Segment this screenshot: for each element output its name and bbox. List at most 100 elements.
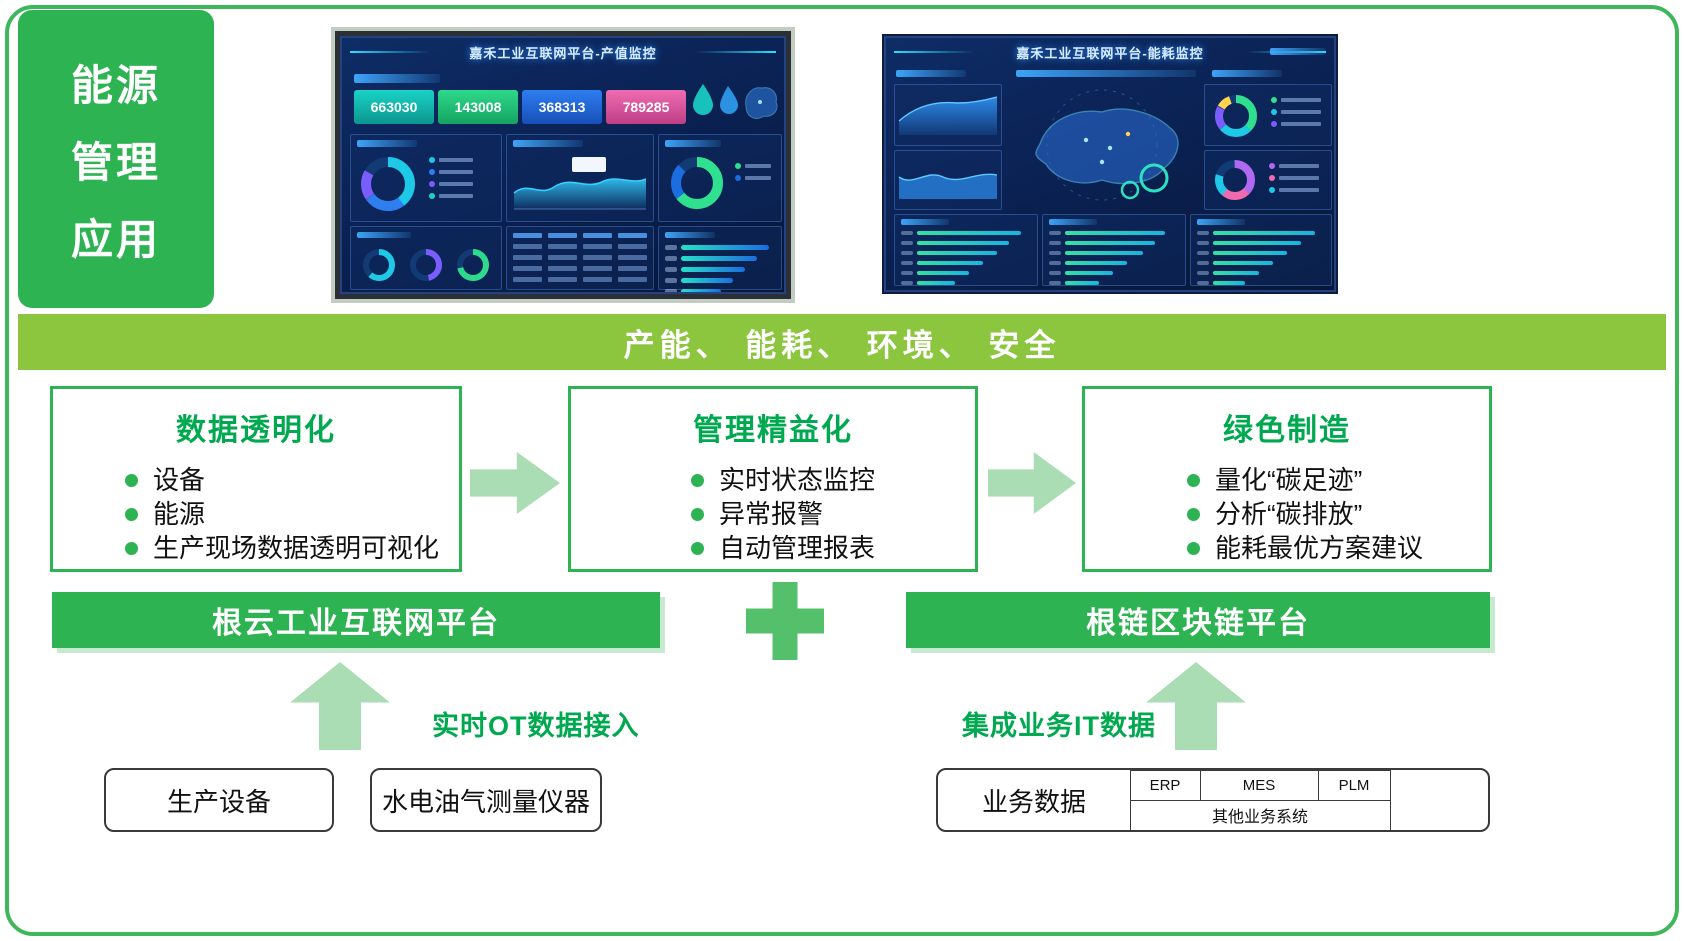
source-box-business-data: 业务数据 ERP MES PLM 其他业务系统 bbox=[936, 768, 1490, 832]
system-cell-mes: MES bbox=[1199, 769, 1319, 801]
date-chip bbox=[1270, 48, 1326, 55]
panel-title-chip bbox=[354, 74, 440, 83]
side-label-line: 管理 bbox=[70, 138, 161, 186]
stat-card: 789285 bbox=[606, 90, 686, 124]
stat-card: 368313 bbox=[522, 90, 602, 124]
source-box-production-equipment: 生产设备 bbox=[104, 768, 334, 832]
panel-title-chip bbox=[665, 140, 721, 147]
stat-value: 368313 bbox=[538, 99, 586, 115]
ranking-panel bbox=[894, 214, 1038, 286]
area-chart-panel bbox=[894, 84, 1002, 146]
area-chart-panel bbox=[894, 150, 1002, 210]
bullet-text: 自动管理报表 bbox=[719, 533, 876, 563]
bullet-text: 异常报警 bbox=[719, 499, 824, 529]
bullet-text: 生产现场数据透明可视化 bbox=[153, 533, 440, 563]
bullet-item: 能耗最优方案建议 bbox=[1187, 531, 1489, 565]
donut-panel bbox=[1204, 84, 1332, 146]
bullet-text: 实时状态监控 bbox=[719, 465, 876, 495]
bar-ranking-panel bbox=[658, 226, 782, 292]
data-table-panel bbox=[506, 226, 654, 290]
donut-panel bbox=[1204, 150, 1332, 210]
mini-map-graphic bbox=[745, 87, 778, 119]
bar-list bbox=[1195, 225, 1327, 285]
bullet-dot-icon bbox=[125, 507, 138, 521]
platform-label: 根云工业互联网平台 bbox=[212, 607, 500, 640]
bullet-dot-icon bbox=[691, 507, 704, 521]
donut-chart bbox=[1215, 160, 1255, 200]
area-chart-panel bbox=[506, 134, 654, 222]
dashboard-title: 嘉禾工业互联网平台-能耗监控 bbox=[1016, 45, 1204, 61]
bullet-dot-icon bbox=[691, 541, 704, 555]
bullet-item: 生产现场数据透明可视化 bbox=[125, 531, 459, 565]
bullet-item: 异常报警 bbox=[691, 497, 975, 531]
dashboard-energy-monitor: 嘉禾工业互联网平台-能耗监控 bbox=[884, 36, 1336, 292]
donut-chart bbox=[671, 157, 723, 209]
feature-title: 绿色制造 bbox=[1223, 414, 1351, 447]
system-cell-plm: PLM bbox=[1317, 769, 1391, 801]
panel-title-chip bbox=[1197, 219, 1245, 225]
stat-value: 663030 bbox=[370, 99, 418, 115]
feature-title: 管理精益化 bbox=[693, 414, 853, 447]
up-arrow-icon bbox=[290, 662, 390, 750]
panel-title-chip bbox=[896, 70, 966, 77]
donut-chart bbox=[361, 157, 415, 211]
platform-bar-rootcloud: 根云工业互联网平台 bbox=[52, 592, 660, 648]
area-chart bbox=[513, 157, 647, 210]
up-arrow-icon bbox=[1146, 662, 1246, 750]
bullet-dot-icon bbox=[1187, 473, 1200, 487]
panel-title-chip bbox=[665, 232, 715, 238]
donut-legend bbox=[1271, 91, 1321, 127]
table-row bbox=[513, 277, 647, 282]
feature-box-data-transparency: 数据透明化 设备 能源 生产现场数据透明可视化 bbox=[50, 386, 462, 572]
platform-label: 根链区块链平台 bbox=[1086, 607, 1310, 640]
feature-bullet-list: 设备 能源 生产现场数据透明可视化 bbox=[53, 463, 459, 565]
donut-legend bbox=[1269, 157, 1319, 193]
droplet-gauge-icons bbox=[693, 84, 738, 115]
panel-title-chip bbox=[357, 140, 417, 147]
feature-bullet-list: 实时状态监控 异常报警 自动管理报表 bbox=[571, 463, 975, 565]
table-row bbox=[513, 266, 647, 271]
banner-text: 产能、 能耗、 环境、 安全 bbox=[623, 327, 1061, 363]
table-header-row bbox=[513, 233, 647, 238]
area-chart bbox=[898, 96, 998, 135]
right-arrow-icon bbox=[470, 452, 560, 514]
table-row bbox=[513, 255, 647, 260]
bullet-text: 量化“碳足迹” bbox=[1215, 465, 1363, 495]
mini-donuts-panel bbox=[350, 226, 502, 290]
panel-title-chip bbox=[513, 140, 583, 147]
donut-legend bbox=[429, 151, 473, 199]
dashboard-header: 嘉禾工业互联网平台-产值监控 bbox=[342, 38, 784, 66]
panel-title-chip bbox=[357, 232, 411, 238]
side-label-line: 应用 bbox=[70, 215, 161, 263]
bullet-item: 量化“碳足迹” bbox=[1187, 463, 1489, 497]
system-cell-erp: ERP bbox=[1129, 769, 1201, 801]
donut-panel bbox=[658, 134, 782, 222]
stat-value: 143008 bbox=[454, 99, 502, 115]
bar-list bbox=[1047, 225, 1181, 285]
side-label-energy-management: 能源 管理 应用 bbox=[18, 10, 214, 308]
region-map-graphic bbox=[1035, 89, 1179, 201]
table-row bbox=[513, 244, 647, 249]
feature-bullet-list: 量化“碳足迹” 分析“碳排放” 能耗最优方案建议 bbox=[1085, 463, 1489, 565]
header-decor-line bbox=[696, 51, 776, 53]
stat-value: 789285 bbox=[622, 99, 670, 115]
ranking-panel bbox=[1190, 214, 1332, 286]
bullet-item: 能源 bbox=[125, 497, 459, 531]
donut-panel bbox=[350, 134, 502, 222]
bullet-text: 设备 bbox=[153, 465, 206, 495]
bullet-dot-icon bbox=[691, 473, 704, 487]
panel-title-chip bbox=[1212, 70, 1282, 77]
dashboard-title: 嘉禾工业互联网平台-产值监控 bbox=[469, 45, 657, 61]
source-box-meters: 水电油气测量仪器 bbox=[370, 768, 602, 832]
dashboard-header: 嘉禾工业互联网平台-能耗监控 bbox=[886, 38, 1334, 66]
panel-title-chip bbox=[1016, 70, 1196, 77]
donut-chart bbox=[1215, 95, 1257, 137]
feature-box-green-manufacturing: 绿色制造 量化“碳足迹” 分析“碳排放” 能耗最优方案建议 bbox=[1082, 386, 1492, 572]
flow-label-it-data: 集成业务IT数据 bbox=[962, 711, 1156, 741]
bullet-text: 分析“碳排放” bbox=[1215, 499, 1363, 529]
header-decor-line bbox=[894, 51, 974, 53]
stat-card: 663030 bbox=[354, 90, 434, 124]
business-systems-table: ERP MES PLM 其他业务系统 bbox=[1129, 769, 1391, 831]
side-label-line: 能源 bbox=[70, 61, 161, 109]
